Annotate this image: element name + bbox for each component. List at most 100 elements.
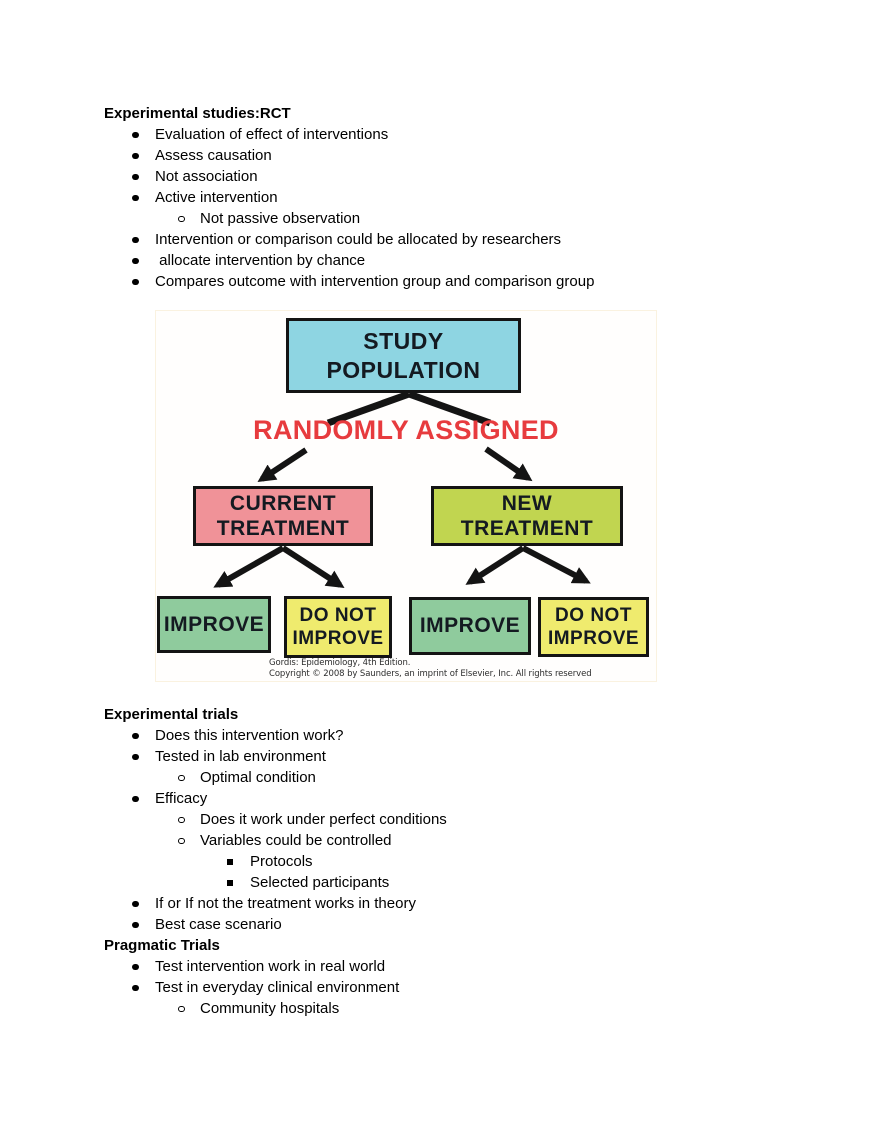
- list-item: Community hospitals: [104, 998, 804, 1019]
- current-treatment-label-line1: CURRENT: [229, 492, 337, 515]
- list-item-text: Not passive observation: [200, 210, 361, 227]
- list-item-text: Test in everyday clinical environment: [155, 979, 400, 996]
- list-item: Compares outcome with intervention group…: [104, 271, 804, 292]
- square-bullet-icon: [227, 859, 233, 865]
- current-treatment-box: CURRENT TREATMENT: [193, 486, 373, 546]
- list-item: Does it work under perfect conditions: [104, 809, 804, 830]
- list-item-text: Active intervention: [155, 189, 278, 206]
- do-not-improve-right-box: DO NOT IMPROVE: [538, 597, 649, 657]
- list-item-text: Not association: [155, 168, 258, 185]
- arrow-current-to-do-not-improve: [281, 545, 345, 588]
- figure-caption-line1: Gordis: Epidemiology, 4th Edition.: [269, 658, 411, 668]
- list-item-text: If or If not the treatment works in theo…: [155, 895, 416, 912]
- hollow-bullet-icon: [178, 1005, 185, 1012]
- arrow-study-right: [407, 390, 492, 427]
- randomly-assigned-label: RANDOMLY ASSIGNED: [253, 415, 559, 445]
- list-item: Best case scenario: [104, 914, 804, 935]
- arrow-to-current-treatment: [257, 447, 308, 482]
- list-item: Optimal condition: [104, 767, 804, 788]
- list-item: Test intervention work in real world: [104, 956, 804, 977]
- list-item: Not association: [104, 166, 804, 187]
- list-item: Assess causation: [104, 145, 804, 166]
- heading-experimental-studies-rct: Experimental studies:RCT: [104, 105, 291, 122]
- list-item-text: Tested in lab environment: [155, 748, 326, 765]
- figure-caption: Gordis: Epidemiology, 4th Edition. Copyr…: [269, 658, 592, 680]
- improve-right-box: IMPROVE: [409, 597, 531, 655]
- list-item-text: Selected participants: [250, 874, 390, 891]
- improve-left-label: IMPROVE: [163, 612, 265, 636]
- list-item: Intervention or comparison could be allo…: [104, 229, 804, 250]
- list-item-text: Test intervention work in real world: [155, 958, 386, 975]
- filled-bullet-icon: [132, 984, 139, 991]
- new-treatment-label-line1: NEW: [501, 492, 553, 515]
- arrow-current-to-improve: [213, 545, 285, 588]
- filled-bullet-icon: [132, 173, 139, 180]
- current-treatment-label-line2: TREATMENT: [216, 517, 350, 540]
- list-item: Not passive observation: [104, 208, 804, 229]
- hollow-bullet-icon: [178, 816, 185, 823]
- list-item-text: Intervention or comparison could be allo…: [155, 231, 562, 248]
- filled-bullet-icon: [132, 131, 139, 138]
- study-population-label-line1: STUDY: [363, 327, 444, 354]
- figure-caption-line2: Copyright © 2008 by Saunders, an imprint…: [269, 669, 592, 679]
- filled-bullet-icon: [132, 732, 139, 739]
- hollow-bullet-icon: [178, 837, 185, 844]
- list-item-text: Variables could be controlled: [200, 832, 392, 849]
- arrow-to-new-treatment: [484, 446, 533, 482]
- hollow-bullet-icon: [178, 215, 185, 222]
- list-item-text: Protocols: [250, 853, 313, 870]
- list-item: Active intervention: [104, 187, 804, 208]
- rct-flowchart-figure: STUDY POPULATION RANDOMLY ASSIGNED CURRE…: [155, 310, 657, 682]
- list-item-text: allocate intervention by chance: [155, 252, 366, 269]
- list-item: Test in everyday clinical environment: [104, 977, 804, 998]
- list-item: Protocols: [104, 851, 804, 872]
- do-not-improve-left-line2: IMPROVE: [292, 628, 384, 649]
- list-item-text: Best case scenario: [155, 916, 282, 933]
- list-item: allocate intervention by chance: [104, 250, 804, 271]
- do-not-improve-left-line1: DO NOT: [299, 605, 377, 626]
- do-not-improve-left-box: DO NOT IMPROVE: [284, 596, 392, 658]
- study-population-label-line2: POPULATION: [326, 356, 481, 383]
- list-item-text: Does this intervention work?: [155, 727, 344, 744]
- list-item: Variables could be controlled: [104, 830, 804, 851]
- filled-bullet-icon: [132, 795, 139, 802]
- filled-bullet-icon: [132, 963, 139, 970]
- arrow-new-to-do-not-improve: [521, 545, 591, 584]
- heading-experimental-trials: Experimental trials: [104, 706, 239, 723]
- do-not-improve-right-line1: DO NOT: [555, 605, 632, 626]
- document-content: Experimental studies:RCT Evaluation of e…: [104, 103, 804, 1019]
- list-item-text: Does it work under perfect conditions: [200, 811, 447, 828]
- hollow-bullet-icon: [178, 774, 185, 781]
- filled-bullet-icon: [132, 257, 139, 264]
- filled-bullet-icon: [132, 194, 139, 201]
- list-item-text: Evaluation of effect of interventions: [155, 126, 389, 143]
- do-not-improve-right-line2: IMPROVE: [547, 628, 640, 649]
- list-item-text: Optimal condition: [200, 769, 316, 786]
- list-item-text: Compares outcome with intervention group…: [155, 273, 595, 290]
- filled-bullet-icon: [132, 921, 139, 928]
- study-population-box: STUDY POPULATION: [286, 318, 521, 393]
- filled-bullet-icon: [132, 236, 139, 243]
- new-treatment-box: NEW TREATMENT: [431, 486, 623, 546]
- list-item: Selected participants: [104, 872, 804, 893]
- improve-left-box: IMPROVE: [157, 596, 271, 653]
- new-treatment-label-line2: TREATMENT: [460, 517, 594, 540]
- list-item-text: Assess causation: [155, 147, 272, 164]
- filled-bullet-icon: [132, 900, 139, 907]
- arrow-study-left: [326, 390, 411, 427]
- list-item-text: Community hospitals: [200, 1000, 340, 1017]
- list-item: Does this intervention work?: [104, 725, 804, 746]
- arrow-new-to-improve: [465, 545, 525, 585]
- square-bullet-icon: [227, 880, 233, 886]
- list-item: Evaluation of effect of interventions: [104, 124, 804, 145]
- list-item: If or If not the treatment works in theo…: [104, 893, 804, 914]
- list-item: Efficacy: [104, 788, 804, 809]
- improve-right-label: IMPROVE: [419, 614, 521, 637]
- list-item: Tested in lab environment: [104, 746, 804, 767]
- filled-bullet-icon: [132, 753, 139, 760]
- heading-pragmatic-trials: Pragmatic Trials: [104, 937, 220, 954]
- flow-arrows: [213, 390, 591, 588]
- list-item-text: Efficacy: [155, 790, 208, 807]
- filled-bullet-icon: [132, 278, 139, 285]
